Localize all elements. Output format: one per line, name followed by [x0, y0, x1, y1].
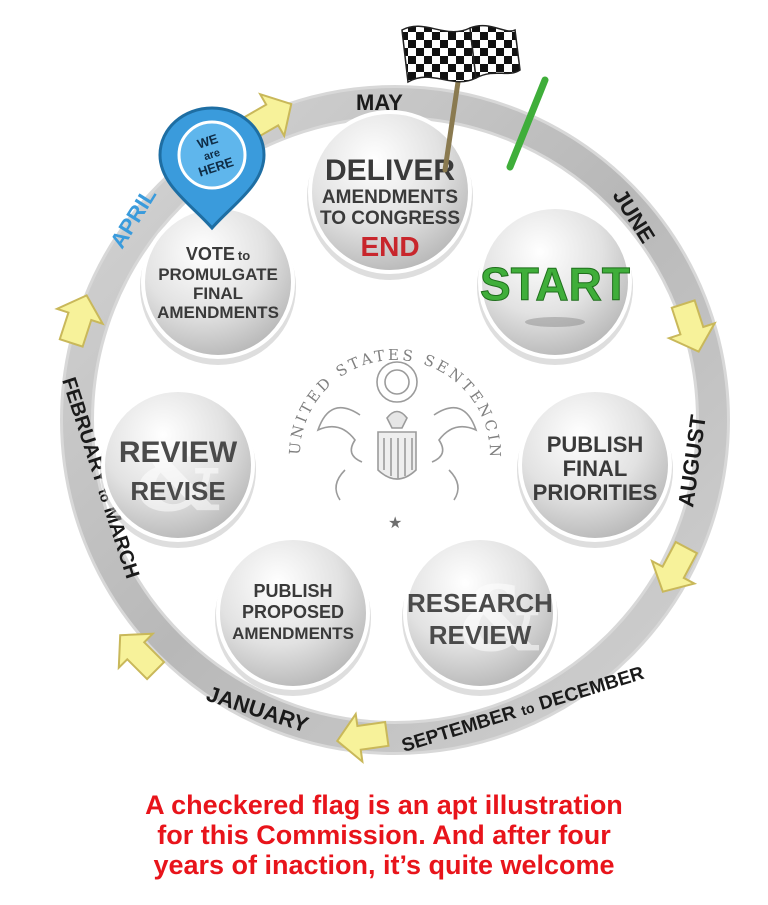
arrow-december-january	[335, 711, 390, 765]
step-start: START	[477, 205, 633, 365]
month-to-1: to	[519, 699, 536, 718]
publish-proposed-line3: AMENDMENTS	[232, 624, 354, 643]
caption-line-2: for this Commission. And after four	[157, 820, 611, 850]
step-publish-final-priorities: PUBLISH FINAL PRIORITIES	[517, 388, 673, 548]
seal-star-icon: ★	[388, 513, 402, 532]
vote-word: VOTE	[186, 244, 235, 264]
step-publish-proposed-amendments: PUBLISH PROPOSED AMENDMENTS	[215, 536, 371, 696]
arrow-january-february	[117, 632, 166, 681]
research-ampersand: &	[459, 566, 540, 672]
cycle-ring	[63, 88, 727, 752]
publish-proposed-line2: PROPOSED	[242, 602, 344, 622]
we-are-here-pin: WE are HERE	[158, 106, 266, 231]
vote-line4: AMENDMENTS	[157, 303, 279, 322]
publish-final-line1: PUBLISH	[547, 432, 644, 457]
arrow-june-august	[666, 299, 717, 353]
review-line1: REVIEW	[119, 436, 238, 469]
deliver-line-amendments: AMENDMENTS	[322, 187, 458, 208]
research-line2: REVIEW	[429, 620, 532, 650]
step-research-review: & RESEARCH REVIEW	[402, 536, 558, 696]
research-line1: RESEARCH	[407, 588, 553, 618]
publish-final-line2: FINAL	[563, 456, 628, 481]
publish-final-line3: PRIORITIES	[533, 480, 658, 505]
start-marker-line	[506, 76, 549, 171]
deliver-end-label: END	[360, 231, 419, 262]
deliver-title: DELIVER	[325, 154, 455, 187]
caption-line-3: years of inaction, it’s quite welcome	[153, 850, 615, 880]
step-deliver-amendments: DELIVER AMENDMENTS TO CONGRESS END	[307, 110, 473, 280]
arrow-august-september	[650, 540, 699, 593]
pin-line1: WE	[195, 131, 220, 152]
review-line2: REVISE	[130, 476, 225, 506]
start-label: START	[480, 258, 630, 310]
checkered-flag-icon	[401, 24, 521, 173]
vote-to-word: to	[238, 248, 250, 263]
caption-line-1: A checkered flag is an apt illustration	[145, 790, 623, 820]
vote-line3: FINAL	[193, 284, 243, 303]
step-review-revise: & REVIEW REVISE	[100, 388, 256, 548]
eagle-emblem-icon	[316, 361, 478, 501]
review-ampersand: &	[135, 422, 221, 533]
arrow-march-april	[54, 294, 105, 348]
pin-line2: are	[202, 147, 221, 164]
publish-proposed-line1: PUBLISH	[253, 581, 332, 601]
deliver-line-congress: TO CONGRESS	[320, 208, 460, 229]
vote-line2: PROMULGATE	[158, 265, 278, 284]
